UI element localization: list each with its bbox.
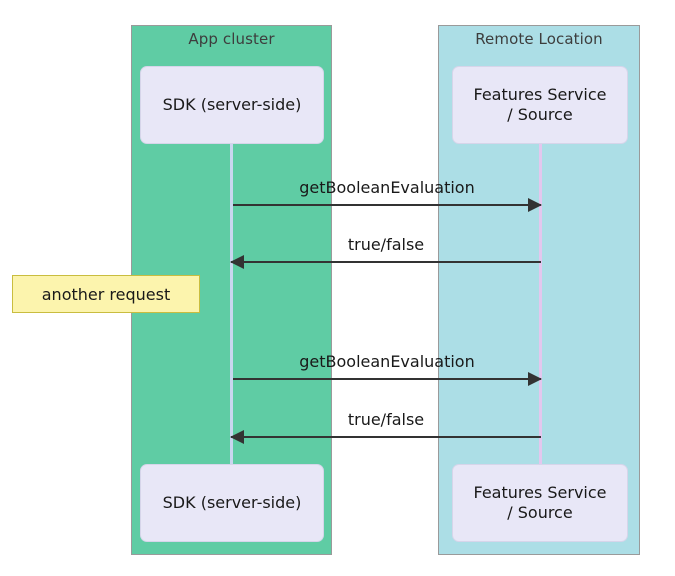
message-label: true/false xyxy=(347,235,425,254)
participant-features-service-top-label: Features Service / Source xyxy=(473,85,607,124)
participant-features-service-bottom[interactable]: Features Service / Source xyxy=(452,464,628,542)
participant-sdk-bottom[interactable]: SDK (server-side) xyxy=(140,464,324,542)
message-line xyxy=(233,378,541,380)
arrowhead-right-icon xyxy=(528,198,542,212)
lifeline-features-service xyxy=(539,143,542,465)
participant-sdk-bottom-label: SDK (server-side) xyxy=(162,493,302,512)
message-label: true/false xyxy=(347,410,425,429)
message-label: getBooleanEvaluation xyxy=(299,352,475,371)
group-title-app-cluster: App cluster xyxy=(188,30,275,48)
participant-features-service-top[interactable]: Features Service / Source xyxy=(452,66,628,144)
participant-sdk-top[interactable]: SDK (server-side) xyxy=(140,66,324,144)
message-line xyxy=(231,261,541,263)
group-title-remote-location: Remote Location xyxy=(475,30,603,48)
message-line xyxy=(233,204,541,206)
arrowhead-left-icon xyxy=(230,430,244,444)
message-label: getBooleanEvaluation xyxy=(299,178,475,197)
participant-features-service-bottom-label: Features Service / Source xyxy=(473,483,607,522)
note-another-request[interactable]: another request xyxy=(12,275,200,313)
arrowhead-right-icon xyxy=(528,372,542,386)
note-label: another request xyxy=(41,284,171,304)
arrowhead-left-icon xyxy=(230,255,244,269)
lifeline-sdk xyxy=(230,143,233,465)
message-line xyxy=(231,436,541,438)
participant-sdk-top-label: SDK (server-side) xyxy=(162,95,302,114)
